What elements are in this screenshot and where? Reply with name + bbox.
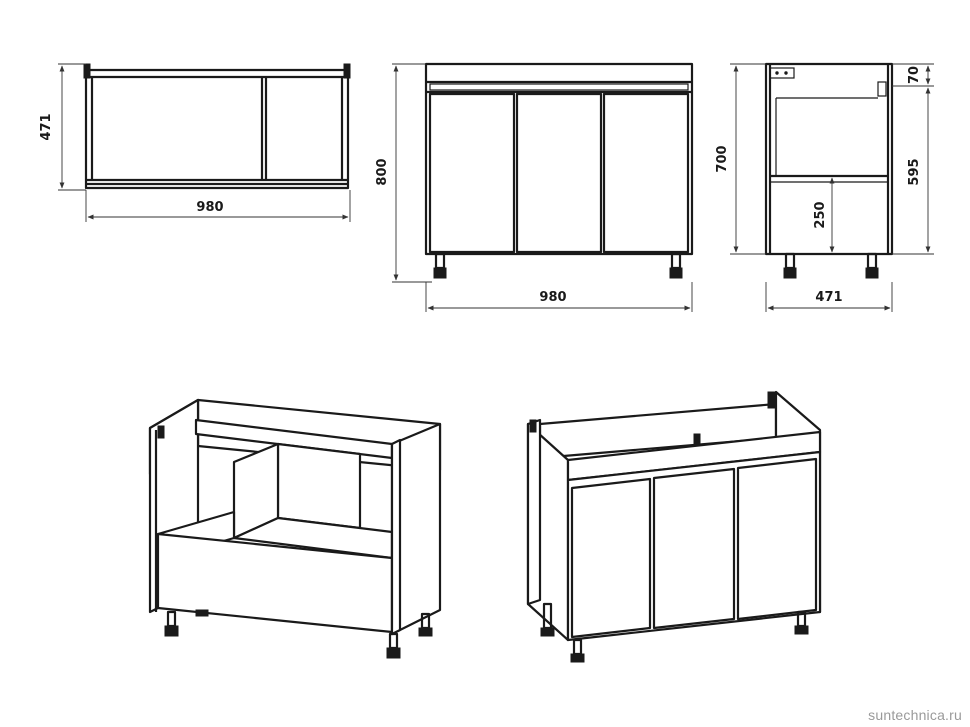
watermark: suntechnica.ru [868,707,962,723]
isometric-doors-view [526,390,822,663]
side-depth-label: 471 [815,290,842,305]
front-height-label: 800 [375,158,390,185]
side-inner-label: 595 [907,158,922,185]
side-view: 700 70 595 250 471 [715,62,934,312]
top-depth-label: 471 [39,113,54,140]
side-shelf-label: 250 [813,201,828,228]
front-width-label: 980 [539,290,566,305]
side-height-label: 700 [715,145,730,172]
front-view: 800 980 [375,62,694,312]
side-top-label: 70 [907,66,922,84]
isometric-open-view [148,398,442,659]
top-width-label: 980 [196,200,223,215]
top-view: 471 980 [39,63,351,222]
